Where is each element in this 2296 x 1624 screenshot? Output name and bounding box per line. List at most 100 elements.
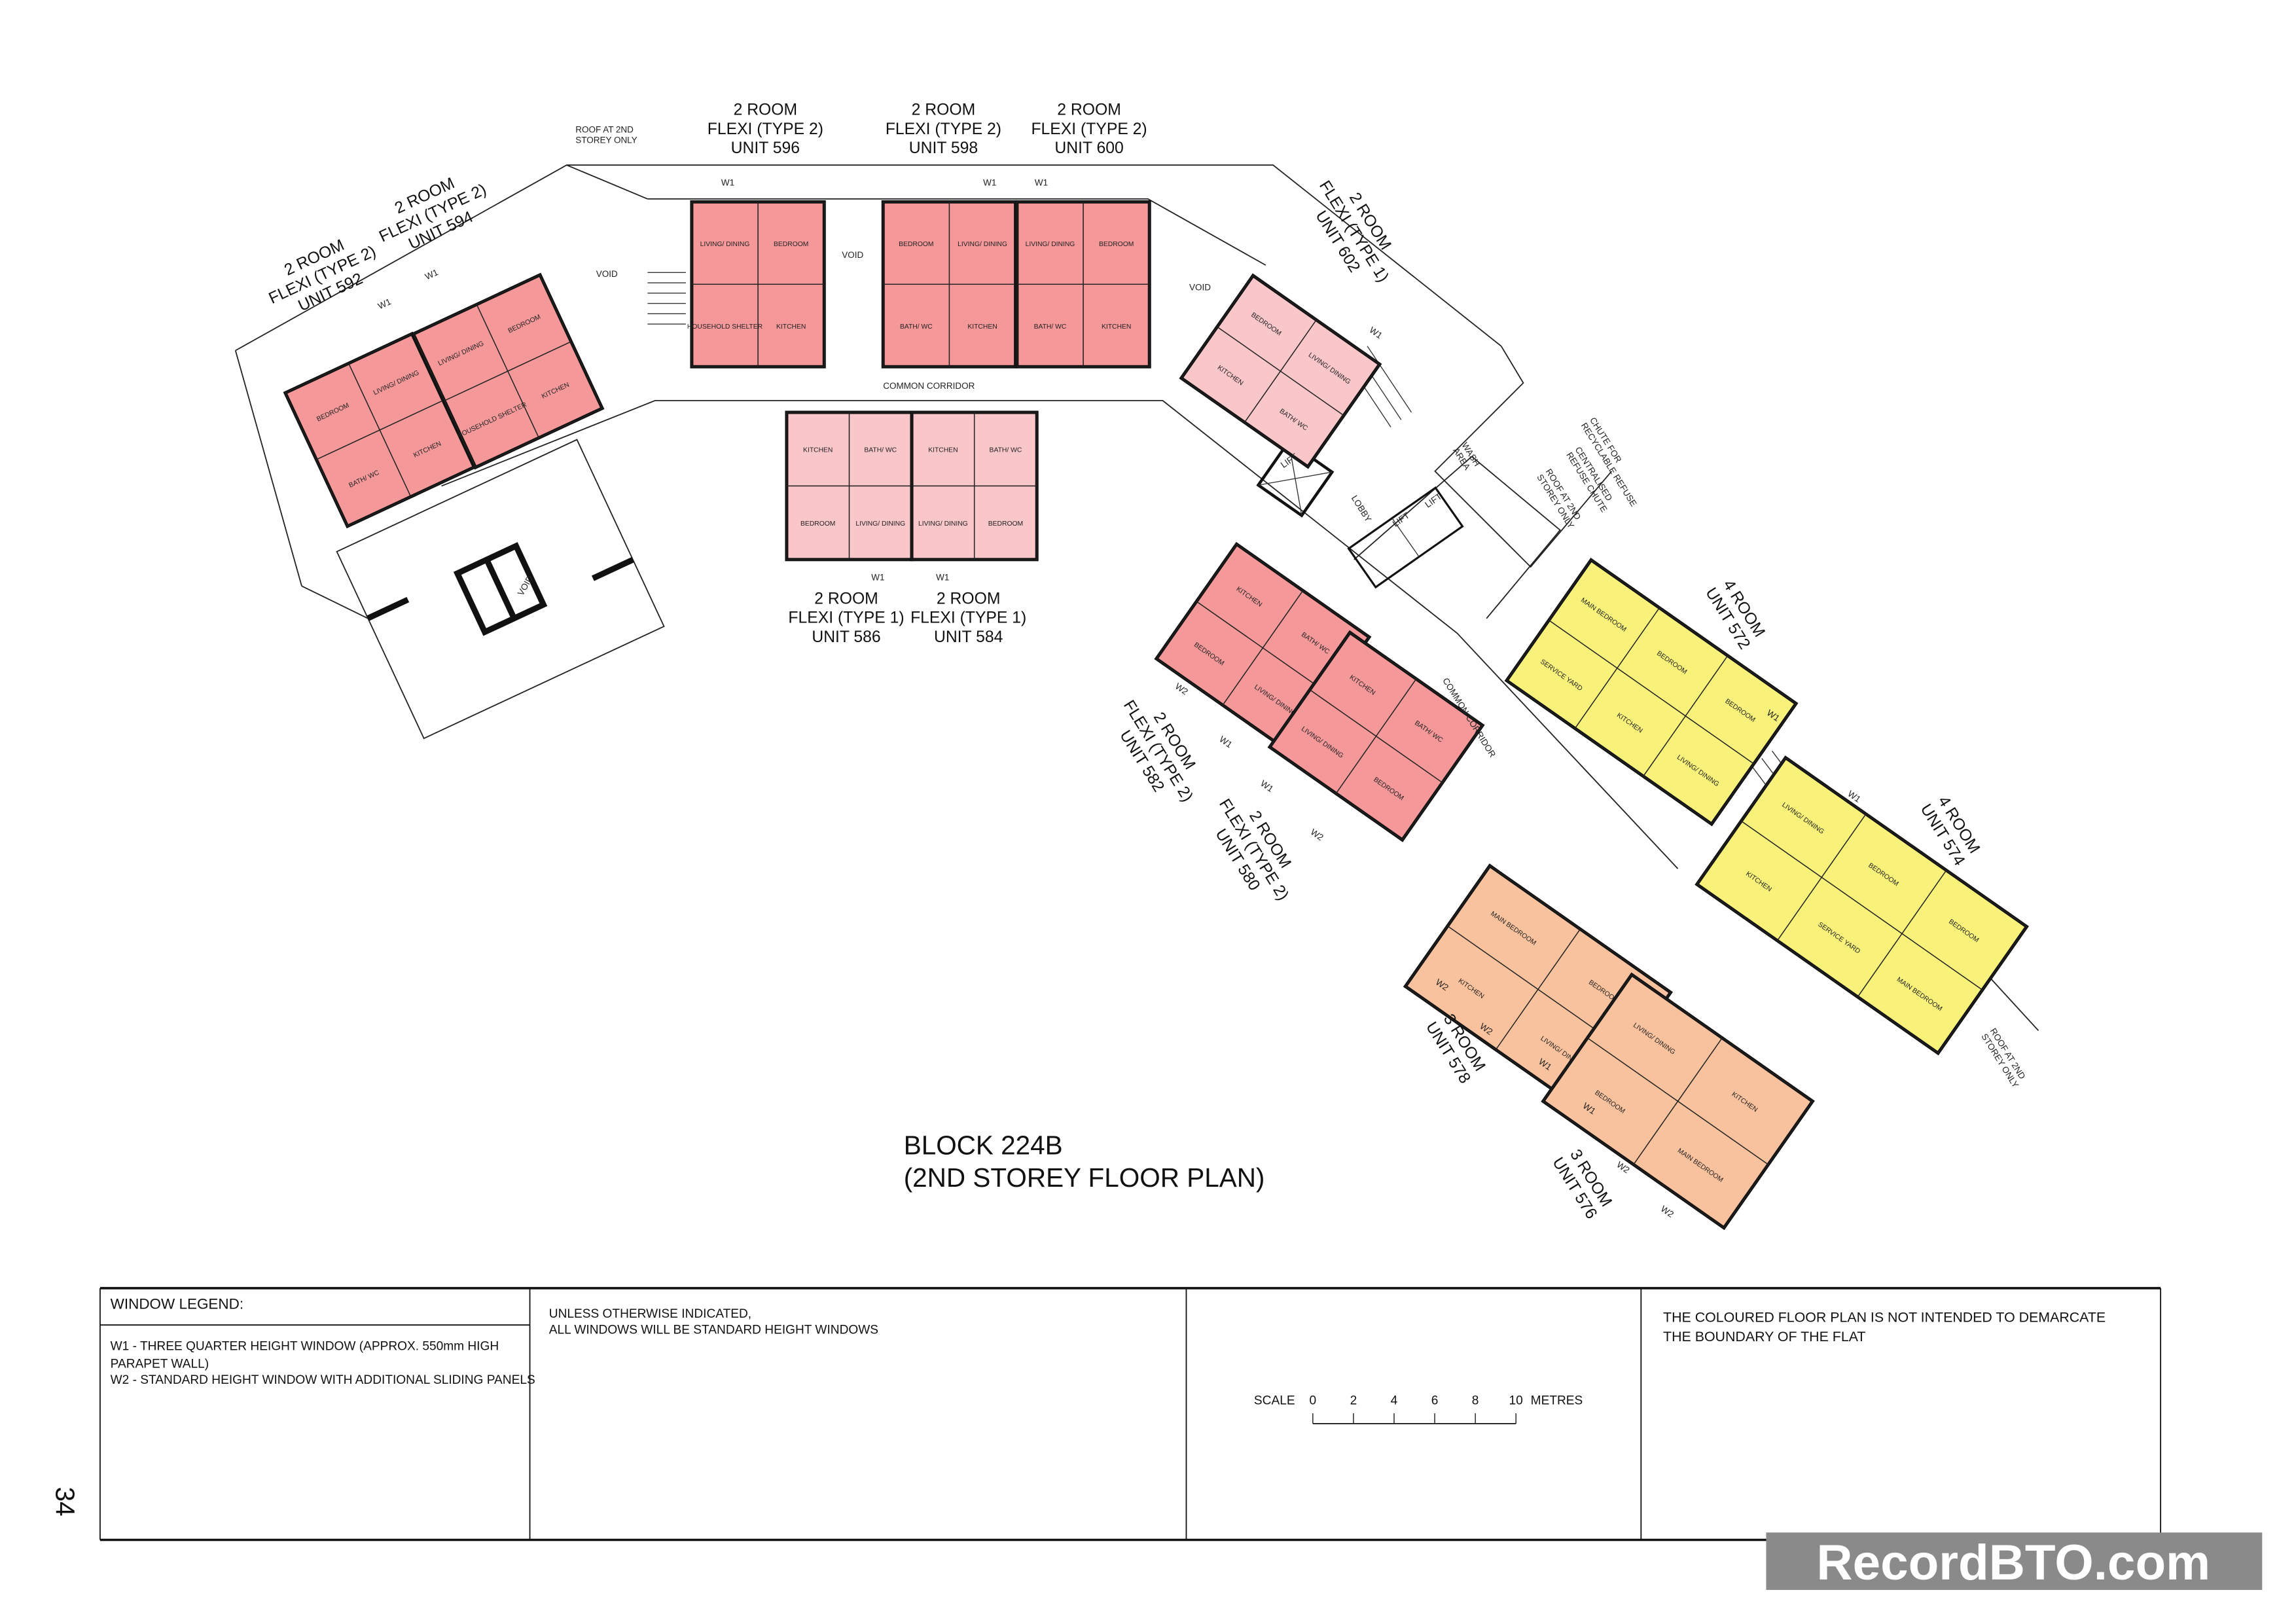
unit-label-line: FLEXI (TYPE 2) [708,120,823,138]
room-outline [973,485,1037,560]
unit-label: 2 ROOM FLEXI (TYPE 1)UNIT 586 [788,590,904,645]
room-outline [1857,933,1983,1054]
unit-label-line: UNIT 596 [731,139,800,157]
room-label: BATH/ WC [1034,323,1067,331]
window-marker: W1 [376,297,393,311]
unit-label-line: FLEXI (TYPE 1) [788,609,904,627]
legend-item: PARAPET WALL) [111,1357,209,1371]
window-marker: W1 [936,572,949,582]
void-label-text: VOID [842,250,863,260]
unit-label-line: UNIT 584 [934,628,1003,646]
room-outline [1632,1100,1769,1229]
window-marker: W1 [871,572,884,582]
unit-label-line: FLEXI (TYPE 2) [886,120,1001,138]
room-label: BATH/ WC [990,447,1022,454]
window-marker: W1 [1368,325,1384,340]
scale-tick-label: 8 [1472,1394,1479,1408]
room-label: LIVING/ DINING [958,241,1007,248]
void-label-text: VOID [1189,282,1211,292]
disclaimer-text: THE COLOURED FLOOR PLAN IS NOT INTENDED … [1663,1310,2106,1326]
lift-box-2 [1347,486,1464,589]
room-label: KITCHEN [776,323,806,331]
plan-subtitle: (2ND STOREY FLOOR PLAN) [904,1163,1265,1193]
room-label: BEDROOM [1099,241,1134,248]
scale-tick-label: 4 [1391,1394,1398,1408]
scale-tick-label: 10 [1509,1394,1523,1408]
unit-label-line: FLEXI (TYPE 1) [910,609,1026,627]
window-marker: W1 [721,178,734,188]
lobby-label-text: LOBBY [1350,494,1374,524]
unit-label-line: UNIT 586 [812,628,880,646]
scale-tick-label: 0 [1310,1394,1317,1408]
room-label: HOUSEHOLD SHELTER [687,323,762,331]
room-label: LIVING/ DINING [918,520,968,528]
room-label: LIVING/ DINING [855,520,905,528]
unit-label-line: 2 ROOM [912,101,976,119]
roof-note-line: STOREY ONLY [575,135,637,145]
window-marker: W1 [423,267,440,281]
room-outline [507,340,603,439]
scale-tick-label: 6 [1431,1394,1439,1408]
room-label: KITCHEN [928,447,958,454]
plan-title: BLOCK 224B [904,1130,1063,1160]
room-outline [1244,370,1345,467]
room-label: KITCHEN [967,323,997,331]
corridor-label: COMMON CORRIDOR [883,381,975,391]
roof-note-line: ROOF AT 2ND [575,125,634,135]
room-label: BATH/ WC [864,447,897,454]
window-marker: W2 [1309,827,1325,842]
room-outline [1335,735,1443,841]
scale-label: SCALE [1254,1394,1295,1408]
void-label-text: VOID [596,269,618,279]
unit-598[interactable]: BEDROOM LIVING/ DINING BATH/ WC KITCHEN [881,200,1018,369]
unit-label-line: 2 ROOM [734,101,798,119]
watermark: RecordBTO.com [1766,1532,2263,1591]
page-number: 34 [50,1487,80,1517]
scale-tick-label: 2 [1350,1394,1357,1408]
room-label: LIVING/ DINING [1026,241,1075,248]
unit-label-line: FLEXI (TYPE 2) [1031,120,1147,138]
window-marker: W2 [1659,1204,1676,1219]
window-note: UNLESS OTHERWISE INDICATED, [549,1307,751,1321]
unit-label-line: 2 ROOM [814,590,878,607]
room-label: LIVING/ DINING [700,241,750,248]
unit-label-line: 2 ROOM [937,590,1001,607]
room-label: BATH/ WC [900,323,933,331]
watermark-text: RecordBTO.com [1816,1535,2210,1591]
void-label: VOID [1189,282,1211,292]
void-label: VOID [842,250,863,260]
unit-574[interactable]: LIVING/ DININGBEDROOMBEDROOMKITCHENSERVI… [1695,755,2029,1056]
room-outline [1642,715,1755,825]
unit-586[interactable]: KITCHEN BATH/ WC BEDROOM LIVING/ DINING [785,410,914,562]
unit-label-line: UNIT 600 [1054,139,1123,157]
unit-584[interactable]: KITCHEN BATH/ WC LIVING/ DINING BEDROOM [910,410,1039,562]
room-label: BEDROOM [899,241,933,248]
lift-label: LIFT [1391,511,1411,529]
room-label: KITCHEN [803,447,833,454]
room-label: BEDROOM [988,520,1023,528]
unit-label: 2 ROOM FLEXI (TYPE 1)UNIT 584 [910,590,1026,645]
room-label: BEDROOM [800,520,835,528]
window-marker: W1 [1259,778,1275,794]
window-note: ALL WINDOWS WILL BE STANDARD HEIGHT WIND… [549,1324,878,1337]
corridor-label-text: COMMON CORRIDOR [883,381,975,391]
